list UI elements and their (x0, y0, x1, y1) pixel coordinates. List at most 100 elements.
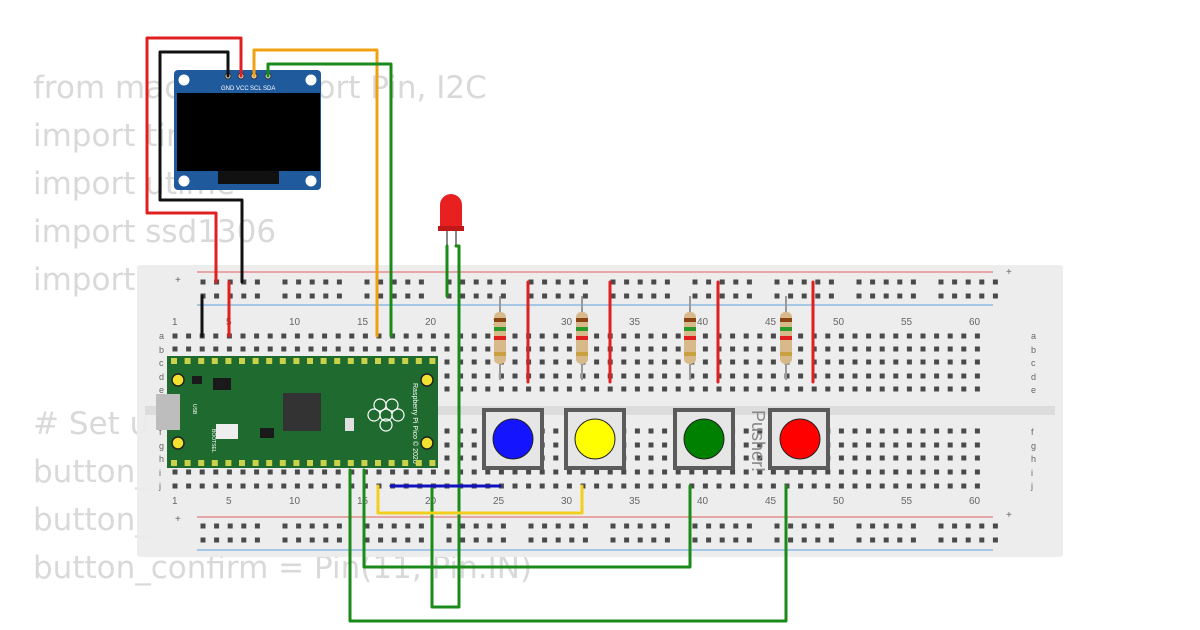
breadboard-hole (774, 279, 780, 285)
breadboard-hole (947, 483, 953, 489)
breadboard-hole (825, 469, 831, 475)
breadboard-hole (555, 279, 561, 285)
breadboard-hole (526, 469, 532, 475)
breadboard-hole (651, 293, 657, 299)
breadboard-hole (569, 279, 575, 285)
breadboard-hole (566, 386, 572, 392)
breadboard-hole (553, 483, 559, 489)
oled-pin-label: GND (221, 86, 235, 92)
breadboard-hole (458, 346, 464, 352)
column-number: 45 (765, 317, 777, 328)
breadboard-hole (689, 469, 695, 475)
breadboard-hole (364, 293, 370, 299)
breadboard-hole (716, 483, 722, 489)
breadboard-hole (417, 346, 423, 352)
breadboard-hole (934, 373, 940, 379)
breadboard-hole (947, 428, 953, 434)
button-cap[interactable] (574, 418, 616, 460)
bootsel-button[interactable] (216, 424, 238, 439)
breadboard-hole (610, 293, 616, 299)
breadboard-hole (566, 333, 572, 339)
breadboard-hole (866, 359, 872, 365)
breadboard-hole (897, 279, 903, 285)
led-red[interactable] (438, 194, 464, 246)
breadboard-hole (634, 455, 640, 461)
breadboard-hole (624, 523, 630, 529)
breadboard-hole (403, 469, 409, 475)
breadboard-hole (801, 293, 807, 299)
push-button-red[interactable] (768, 408, 830, 470)
breadboard-hole (866, 442, 872, 448)
breadboard-hole (512, 469, 518, 475)
breadboard-hole (920, 373, 926, 379)
breadboard-hole (349, 469, 355, 475)
pico-pin (198, 358, 205, 364)
push-button-green[interactable] (673, 408, 735, 470)
pico-pin (347, 358, 354, 364)
wire-scl-orange (252, 48, 379, 338)
row-letter: f (1031, 427, 1034, 437)
breadboard-hole (362, 333, 368, 339)
breadboard-hole (566, 373, 572, 379)
row-letter: b (159, 345, 164, 355)
pico-pin (361, 358, 368, 364)
breadboard-hole (323, 293, 329, 299)
breadboard-hole (458, 386, 464, 392)
breadboard-hole (961, 373, 967, 379)
pico-pin (320, 460, 327, 466)
breadboard-hole (852, 373, 858, 379)
breadboard-hole (566, 483, 572, 489)
push-button-blue[interactable] (482, 408, 544, 470)
rail-plus-label: + (175, 514, 181, 525)
breadboard-hole (460, 537, 466, 543)
breadboard-hole (254, 483, 260, 489)
breadboard-hole (294, 333, 300, 339)
breadboard-hole (471, 469, 477, 475)
button-cap[interactable] (492, 418, 534, 460)
breadboard-hole (879, 359, 885, 365)
breadboard-hole (746, 279, 752, 285)
pico-pin-headers (171, 358, 436, 466)
breadboard-hole (974, 428, 980, 434)
breadboard-hole (825, 483, 831, 489)
breadboard-hole (716, 469, 722, 475)
push-button-yellow[interactable] (564, 408, 626, 470)
oled-display-module[interactable]: GND VCC SCL SDA (174, 70, 321, 190)
breadboard-hole (458, 469, 464, 475)
breadboard-hole (391, 523, 397, 529)
breadboard-hole (870, 293, 876, 299)
breadboard-hole (512, 483, 518, 489)
breadboard-hole (893, 469, 899, 475)
breadboard-hole (934, 359, 940, 365)
button-cap[interactable] (683, 418, 725, 460)
breadboard-hole (828, 293, 834, 299)
breadboard-hole (512, 386, 518, 392)
raspberry-pi-pico[interactable]: Raspberry Pi Pico © 2020 BOOTSEL USB (156, 356, 438, 468)
breadboard-hole (870, 523, 876, 529)
breadboard-hole (528, 523, 534, 529)
breadboard-hole (893, 333, 899, 339)
breadboard-hole (770, 469, 776, 475)
breadboard-hole (254, 523, 260, 529)
breadboard-hole (648, 428, 654, 434)
breadboard-hole (675, 373, 681, 379)
breadboard-hole (730, 333, 736, 339)
breadboard-hole (689, 373, 695, 379)
breadboard-hole (199, 469, 205, 475)
breadboard-hole (539, 333, 545, 339)
breadboard-hole (733, 293, 739, 299)
breadboard-hole (651, 537, 657, 543)
breadboard-hole (569, 537, 575, 543)
breadboard-hole (473, 537, 479, 543)
breadboard-hole (555, 293, 561, 299)
button-cap[interactable] (779, 418, 821, 460)
breadboard-hole (992, 523, 998, 529)
breadboard-hole (227, 537, 233, 543)
breadboard-hole (852, 428, 858, 434)
breadboard-hole (405, 523, 411, 529)
breadboard-hole (906, 455, 912, 461)
breadboard-hole (607, 469, 613, 475)
resistor-band (780, 327, 792, 331)
breadboard-hole (254, 293, 260, 299)
